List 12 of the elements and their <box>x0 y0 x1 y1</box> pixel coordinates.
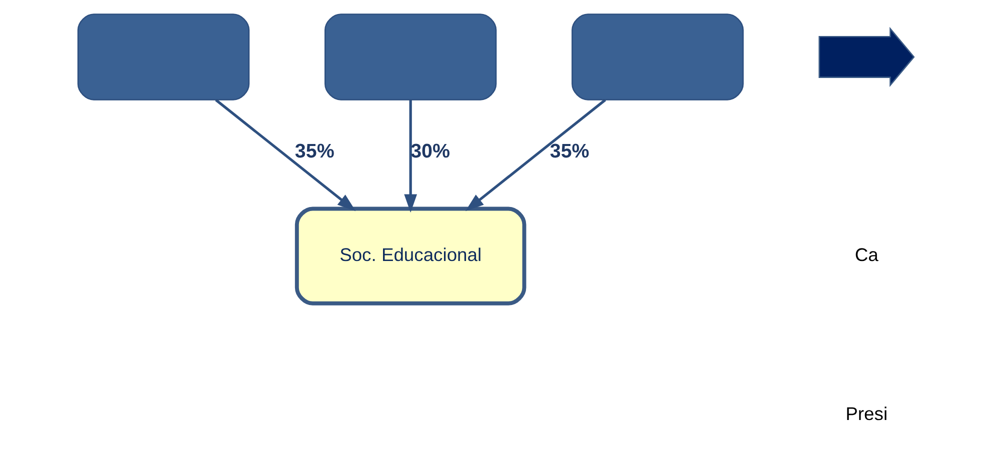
node-box: Soc. Educacional <box>294 206 526 305</box>
edge-label: 35% <box>294 140 334 162</box>
arrow <box>404 99 418 212</box>
node-box <box>77 13 250 100</box>
label: Ca <box>854 243 878 264</box>
arrow <box>465 98 606 211</box>
node-arrow <box>818 26 915 87</box>
label: Presi <box>846 402 888 424</box>
node-box <box>572 13 744 100</box>
arrow <box>215 98 356 211</box>
node-box <box>324 13 497 100</box>
edge-label: 35% <box>550 140 590 162</box>
